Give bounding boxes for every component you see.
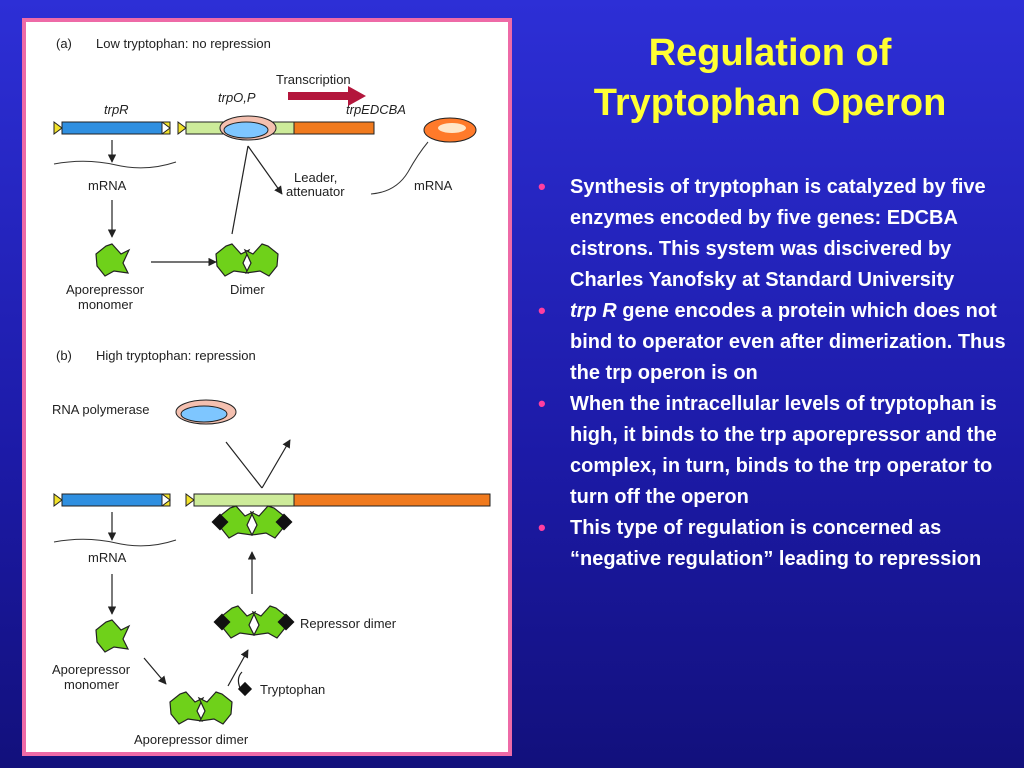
bullet-text: This type of regulation is concerned as …: [570, 517, 982, 570]
panel-a-heading: Low tryptophan: no repression: [96, 36, 271, 51]
aporepressor-label-a-2: monomer: [78, 297, 134, 312]
aporepressor-dimer-left-icon: [169, 691, 204, 725]
attenuator-label: attenuator: [286, 184, 345, 199]
dimer-left-icon: [215, 243, 250, 277]
dimer-right-icon: [244, 243, 279, 277]
operon-diagram: (a) Low tryptophan: no repression trpR t…: [52, 36, 491, 747]
rna-polymerase-icon: [219, 115, 277, 141]
bullet-dot-icon: •: [538, 515, 546, 540]
bullet-dot-icon: •: [538, 174, 546, 199]
leader-label: Leader,: [294, 170, 337, 185]
mrna-label-b: mRNA: [88, 550, 127, 565]
trpR-label: trpR: [104, 102, 129, 117]
trpOP-label: trpO,P: [218, 90, 256, 105]
tryptophan-bound-right-icon: [275, 513, 293, 531]
aporepressor-label-b-1: Aporepressor: [52, 662, 131, 677]
enzyme-product-icon: [423, 117, 477, 143]
tryptophan-repressor-left-icon: [213, 613, 231, 631]
rna-polymerase-label: RNA polymerase: [52, 402, 150, 417]
bullet-text: When the intracellular levels of tryptop…: [570, 393, 997, 508]
tryptophan-repressor-right-icon: [277, 613, 295, 631]
trpR-gene: [53, 121, 171, 135]
mrna-squiggle-b: [53, 538, 177, 547]
dimer-label: Dimer: [230, 282, 265, 297]
rna-polymerase-free-icon: [175, 399, 237, 425]
aporepressor-label-a-1: Aporepressor: [66, 282, 145, 297]
panel-b-label: (b): [56, 348, 72, 363]
title-line-2: Tryptophan Operon: [593, 82, 947, 124]
bullet-item: • trp R gene encodes a protein which does…: [538, 296, 1008, 389]
mrna-squiggle-a-left: [53, 160, 177, 169]
aporepressor-monomer-icon: [95, 243, 130, 277]
mrna-label-a-left: mRNA: [88, 178, 127, 193]
repressor-dimer-label: Repressor dimer: [300, 616, 397, 631]
trp-operon-dna-b: [185, 493, 491, 507]
mrna-squiggle-a-right: [370, 141, 429, 195]
transcription-arrow-icon: [288, 86, 366, 106]
aporepressor-dimer-label: Aporepressor dimer: [134, 732, 249, 747]
title-line-1: Regulation of: [648, 32, 892, 74]
trpR-gene-b: [53, 493, 171, 507]
slide-title: Regulation of Tryptophan Operon: [520, 28, 1020, 128]
trpEDCBA-label: trpEDCBA: [346, 102, 406, 117]
bullet-dot-icon: •: [538, 391, 546, 416]
panel-a-label: (a): [56, 36, 72, 51]
aporepressor-dimer-right-icon: [198, 691, 233, 725]
mrna-label-a-right: mRNA: [414, 178, 453, 193]
tryptophan-bound-left-icon: [211, 513, 229, 531]
bullet-item: • This type of regulation is concerned as…: [538, 513, 1008, 575]
panel-b-heading: High tryptophan: repression: [96, 348, 256, 363]
bullet-dot-icon: •: [538, 298, 546, 323]
bullet-text: Synthesis of tryptophan is catalyzed by …: [570, 176, 986, 291]
aporepressor-monomer-b-icon: [95, 619, 130, 653]
bullet-italic-term: trp R: [570, 300, 617, 322]
tryptophan-free-icon: [237, 681, 253, 697]
tryptophan-label: Tryptophan: [260, 682, 325, 697]
bullet-list: • Synthesis of tryptophan is catalyzed by…: [538, 172, 1008, 575]
aporepressor-label-b-2: monomer: [64, 677, 120, 692]
transcription-label: Transcription: [276, 72, 351, 87]
bullet-item: • When the intracellular levels of trypto…: [538, 389, 1008, 513]
bullet-item: • Synthesis of tryptophan is catalyzed by…: [538, 172, 1008, 296]
operon-diagram-panel: (a) Low tryptophan: no repression trpR t…: [22, 18, 512, 756]
bullet-text: gene encodes a protein which does not bi…: [570, 300, 1006, 384]
